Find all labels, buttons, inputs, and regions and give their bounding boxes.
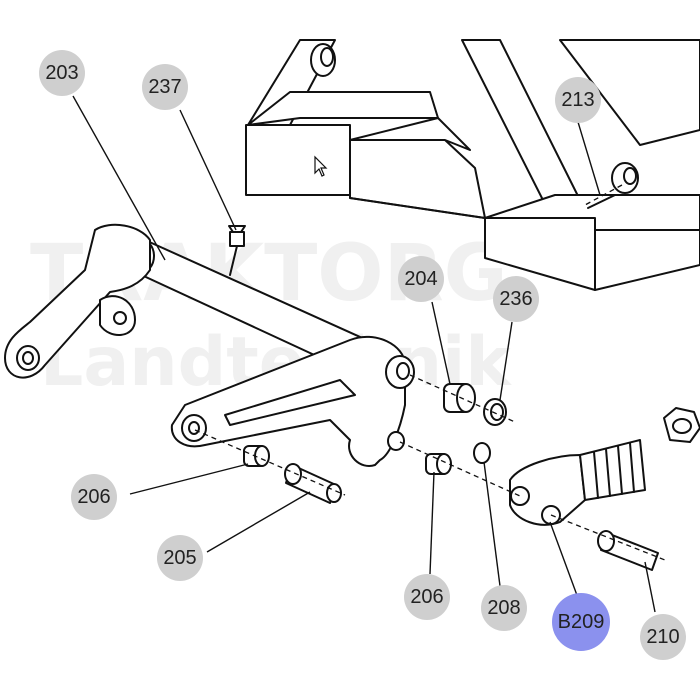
mouse-pointer-icon xyxy=(314,155,328,177)
small-parts xyxy=(228,225,700,571)
callout-label: 237 xyxy=(148,75,182,98)
callout-204[interactable]: 204 xyxy=(398,256,444,302)
callout-label: 204 xyxy=(404,267,438,290)
callout-206-left[interactable]: 206 xyxy=(71,474,117,520)
callout-label: 208 xyxy=(487,596,521,619)
callout-208[interactable]: 208 xyxy=(481,585,527,631)
callout-205[interactable]: 205 xyxy=(157,535,203,581)
callout-206-right[interactable]: 206 xyxy=(404,574,450,620)
callout-b209[interactable]: B209 xyxy=(552,593,610,651)
hitch-frame xyxy=(245,39,700,291)
callout-label: 213 xyxy=(561,88,595,111)
callout-203[interactable]: 203 xyxy=(39,50,85,96)
lift-arm xyxy=(170,335,415,467)
callout-237[interactable]: 237 xyxy=(142,64,188,110)
callout-label: 206 xyxy=(410,585,444,608)
callout-236[interactable]: 236 xyxy=(493,276,539,322)
callout-label: 210 xyxy=(646,625,680,648)
assembly-lines xyxy=(194,184,666,561)
callout-label: B209 xyxy=(557,610,605,633)
callout-label: 203 xyxy=(45,61,79,84)
callout-210[interactable]: 210 xyxy=(640,614,686,660)
callout-213[interactable]: 213 xyxy=(555,77,601,123)
callout-label: 236 xyxy=(499,287,533,310)
callout-label: 206 xyxy=(77,485,111,508)
callout-label: 205 xyxy=(163,546,197,569)
leader-lines xyxy=(72,95,656,613)
